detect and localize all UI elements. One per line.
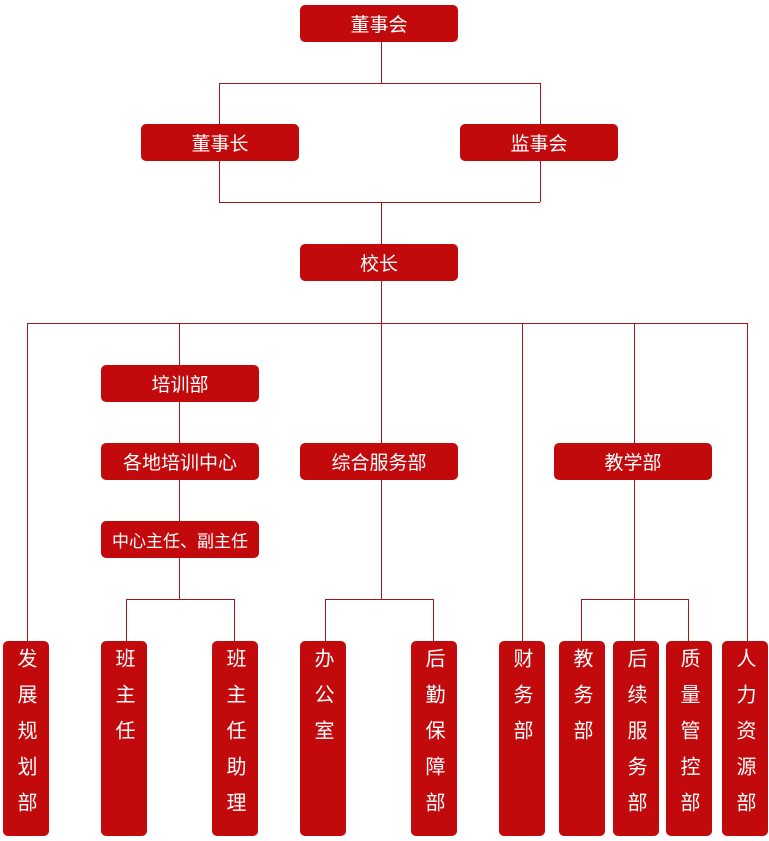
node-quality-control: 质量管控部 [666,641,712,836]
connector [27,323,748,324]
connector [581,599,582,641]
connector [179,402,180,443]
node-chairman: 董事长 [141,124,299,161]
node-logistics: 后勤保障部 [411,641,457,836]
connector [540,161,541,202]
connector [381,202,382,244]
node-general-services: 综合服务部 [300,443,458,480]
node-training-centers: 各地培训中心 [101,443,259,480]
connector [179,323,180,365]
node-finance: 财务部 [499,641,545,836]
connector [179,480,180,521]
connector [634,480,635,641]
connector [381,281,382,323]
connector [179,558,180,599]
node-development: 发展规划部 [3,641,49,836]
connector [219,83,540,84]
connector [747,323,748,641]
connector [126,599,127,641]
node-office: 办公室 [300,641,346,836]
connector [581,599,689,600]
connector [381,480,382,599]
connector [219,83,220,124]
connector [634,323,635,443]
connector [540,83,541,124]
node-follow-up: 后续服务部 [613,641,659,836]
connector [126,599,235,600]
node-center-directors: 中心主任、副主任 [101,521,259,558]
connector [688,599,689,641]
node-board: 董事会 [300,5,458,42]
node-academic-affairs: 教务部 [559,641,605,836]
connector [381,323,382,443]
node-teaching: 教学部 [554,443,712,480]
node-training: 培训部 [101,365,259,402]
connector [219,202,540,203]
connector [219,161,220,202]
connector [325,599,326,641]
connector [325,599,434,600]
node-supervisors: 监事会 [460,124,618,161]
node-class-teacher: 班主任 [101,641,147,836]
node-principal: 校长 [300,244,458,281]
connector [522,323,523,641]
connector [234,599,235,641]
connector [433,599,434,641]
node-class-teacher-assistant: 班主任助理 [212,641,258,836]
node-hr: 人力资源部 [722,641,768,836]
connector [381,42,382,83]
connector [27,323,28,641]
